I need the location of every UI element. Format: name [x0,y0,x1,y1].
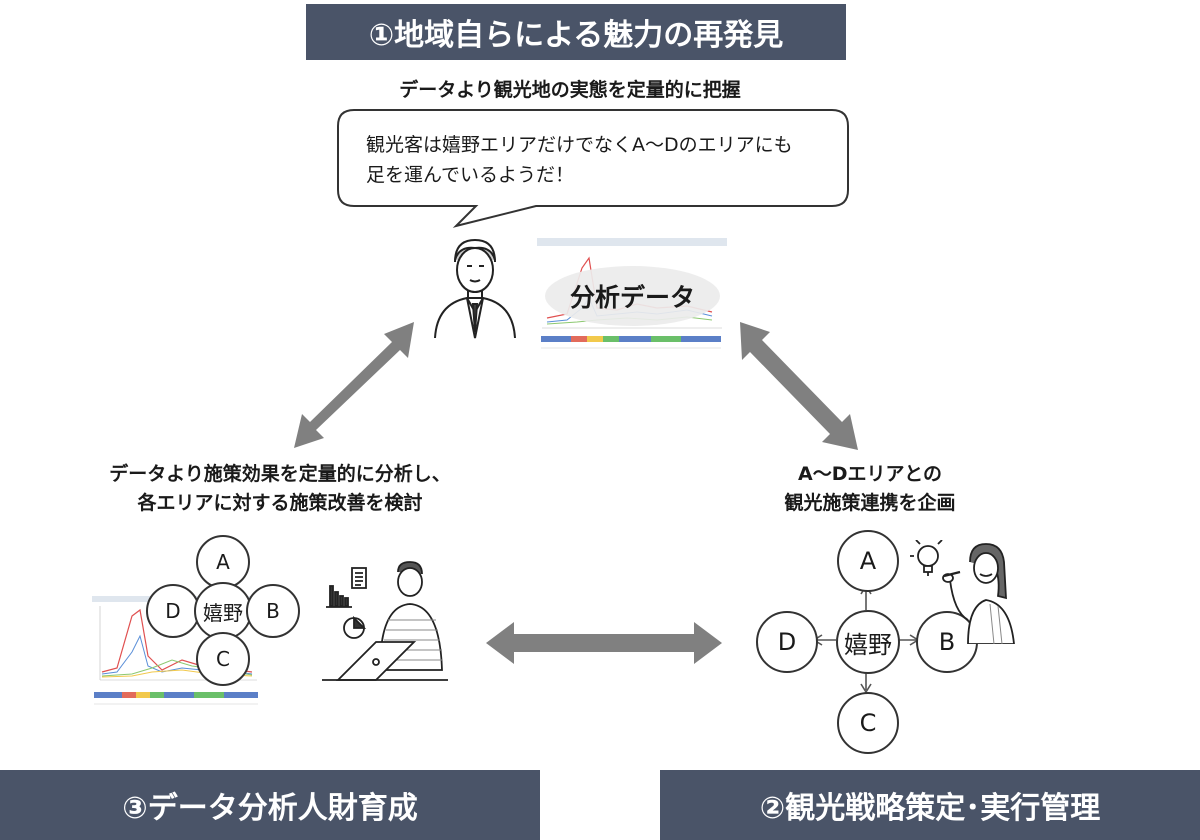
speech-line-1: 観光客は嬉野エリアだけでなくA～Dのエリアにも [366,134,793,156]
right-heading: A～Dエリアとの 観光施策連携を企画 [720,460,1020,517]
right-area-a-label: A [859,547,877,575]
double-arrow-right-diagonal [740,322,858,450]
right-heading-line-1: A～Dエリアとの [798,463,942,485]
left-area-center-label: 嬉野 [203,600,243,625]
banner-bottom-right: ②観光戦略策定･実行管理 [660,770,1200,840]
banner-top: ①地域自らによる魅力の再発見 [306,4,846,60]
banner-bottom-left: ③データ分析人財育成 [0,770,540,840]
analysis-data-text: 分析データ [569,283,695,312]
analyst-laptop-icon [322,561,448,681]
right-area-b-label: B [938,628,956,656]
left-area-a: A [196,535,250,589]
speech-line-2: 足を運んでいるようだ！ [366,164,575,186]
left-area-b-label: B [266,599,280,623]
top-heading: データより観光地の実態を定量的に把握 [330,76,810,105]
left-area-a-label: A [216,550,230,574]
top-heading-text: データより観光地の実態を定量的に把握 [399,79,741,101]
right-area-center: 嬉野 [836,610,900,674]
left-heading-line-2: 各エリアに対する施策改善を検討 [137,491,423,514]
right-heading-line-2: 観光施策連携を企画 [784,491,956,514]
left-heading-line-1: データより施策効果を定量的に分析し、 [109,463,451,485]
businessman-icon [434,238,516,339]
banner-top-text: ①地域自らによる魅力の再発見 [368,18,784,53]
double-arrow-horizontal [486,622,722,664]
banner-bottom-right-text: ②観光戦略策定･実行管理 [759,791,1101,826]
right-area-d-label: D [777,628,797,656]
left-area-c: C [196,632,250,686]
left-area-center: 嬉野 [194,582,252,640]
right-area-c: C [837,692,899,754]
left-area-b: B [246,584,300,638]
right-area-center-label: 嬉野 [844,630,892,659]
speech-bubble [337,109,849,228]
woman-lightbulb-icon [910,540,1015,644]
left-area-d: D [146,584,200,638]
left-area-c-label: C [216,647,230,671]
speech-text: 観光客は嬉野エリアだけでなくA～Dのエリアにも 足を運んでいるようだ！ [366,130,836,190]
double-arrow-left-diagonal [294,322,414,448]
left-heading: データより施策効果を定量的に分析し、 各エリアに対する施策改善を検討 [60,460,500,517]
banner-bottom-left-text: ③データ分析人財育成 [122,791,418,826]
right-area-a: A [837,530,899,592]
analysis-data-label: 分析データ [545,266,720,326]
right-area-d: D [756,611,818,673]
left-area-d-label: D [165,599,181,623]
right-area-c-label: C [859,709,877,737]
